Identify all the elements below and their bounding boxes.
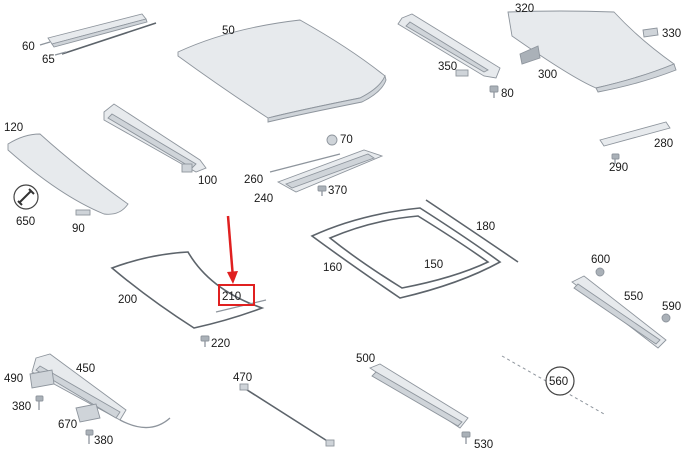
part-240[interactable] xyxy=(276,149,384,193)
label-180: 180 xyxy=(476,221,495,233)
label-370: 370 xyxy=(328,185,347,197)
label-280: 280 xyxy=(654,138,673,150)
label-90: 90 xyxy=(72,223,85,235)
part-220[interactable] xyxy=(200,335,210,347)
part-650[interactable] xyxy=(13,184,39,210)
label-380a: 380 xyxy=(12,401,31,413)
part-290[interactable] xyxy=(611,153,620,164)
label-200: 200 xyxy=(118,294,137,306)
label-380b: 380 xyxy=(94,435,113,447)
label-220: 220 xyxy=(211,338,230,350)
label-450: 450 xyxy=(76,363,95,375)
part-330[interactable] xyxy=(642,27,659,38)
part-600[interactable] xyxy=(595,267,605,277)
label-160: 160 xyxy=(323,262,342,274)
label-560: 560 xyxy=(549,376,568,388)
label-330: 330 xyxy=(662,28,681,40)
part-320[interactable] xyxy=(507,10,677,93)
part-70[interactable] xyxy=(326,134,338,146)
part-180[interactable] xyxy=(425,199,519,263)
label-650: 650 xyxy=(16,216,35,228)
part-280[interactable] xyxy=(599,121,671,147)
label-300: 300 xyxy=(538,69,557,81)
label-260: 260 xyxy=(244,174,263,186)
part-150[interactable] xyxy=(328,215,490,289)
label-670: 670 xyxy=(58,419,77,431)
part-670[interactable] xyxy=(75,403,101,423)
part-50[interactable] xyxy=(177,19,387,123)
part-120[interactable] xyxy=(7,133,129,215)
leader-65 xyxy=(54,51,67,56)
part-370[interactable] xyxy=(317,185,327,196)
label-210: 210 xyxy=(222,291,241,303)
highlight-arrow xyxy=(226,215,238,284)
part-260[interactable] xyxy=(269,153,341,173)
label-600: 600 xyxy=(591,254,610,266)
part-200[interactable] xyxy=(110,251,265,329)
part-380a[interactable] xyxy=(35,395,44,410)
part-350[interactable] xyxy=(397,13,501,79)
part-560[interactable] xyxy=(501,355,605,415)
label-70: 70 xyxy=(340,134,353,146)
part-550[interactable] xyxy=(571,275,667,349)
label-350: 350 xyxy=(438,61,457,73)
label-60: 60 xyxy=(22,41,35,53)
part-300[interactable] xyxy=(519,45,541,65)
part-60[interactable] xyxy=(47,13,148,48)
label-470: 470 xyxy=(233,372,252,384)
callout-labels: 60 65 50 350 80 320 330 300 120 650 90 1… xyxy=(4,3,681,451)
part-90[interactable] xyxy=(75,209,91,216)
label-590: 590 xyxy=(662,301,681,313)
part-500[interactable] xyxy=(369,363,469,429)
label-240: 240 xyxy=(254,193,273,205)
part-100[interactable] xyxy=(103,103,207,173)
label-320: 320 xyxy=(515,3,534,15)
label-100: 100 xyxy=(198,175,217,187)
label-490: 490 xyxy=(4,373,23,385)
label-290: 290 xyxy=(609,162,628,174)
leader-60 xyxy=(39,41,51,46)
label-500: 500 xyxy=(356,353,375,365)
label-65: 65 xyxy=(42,54,55,66)
part-470[interactable] xyxy=(239,383,335,447)
part-490[interactable] xyxy=(29,369,55,389)
part-160[interactable] xyxy=(310,207,502,299)
label-50: 50 xyxy=(222,25,235,37)
label-150: 150 xyxy=(424,259,443,271)
part-590[interactable] xyxy=(661,313,671,323)
part-380b[interactable] xyxy=(85,429,94,444)
part-450[interactable] xyxy=(31,353,171,429)
label-530: 530 xyxy=(474,439,493,451)
highlight-box-210 xyxy=(218,284,255,306)
part-65[interactable] xyxy=(61,22,157,55)
label-80: 80 xyxy=(501,88,514,100)
part-80[interactable] xyxy=(489,85,499,98)
label-550: 550 xyxy=(624,291,643,303)
part-530[interactable] xyxy=(461,431,471,444)
label-120: 120 xyxy=(4,122,23,134)
